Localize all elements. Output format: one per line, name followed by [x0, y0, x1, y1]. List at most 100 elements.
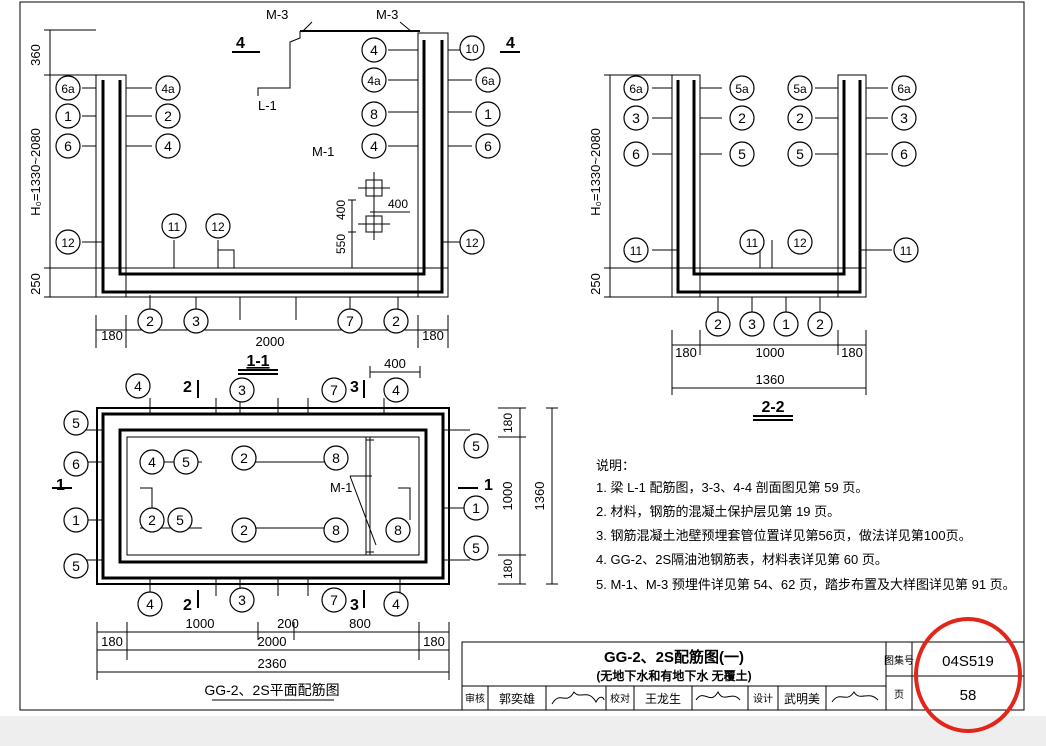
- section-1-1-callout-circle: [55, 229, 81, 255]
- section-1-1-callout-circle: [361, 67, 387, 93]
- section-2-2-callout-circle: [807, 311, 833, 337]
- m3-label-left: M-3: [266, 7, 288, 22]
- horizontal-dims: [95, 315, 449, 348]
- beam-l1: [257, 31, 301, 96]
- note-2: 2. 材料，钢筋的混凝土保护层见第 19 页。: [596, 504, 840, 519]
- section-1-1-callout-circle: [383, 308, 409, 334]
- plan-callout-circle: [63, 451, 89, 477]
- plan-inner-rebar: [118, 428, 428, 564]
- plan-callout-circle: [229, 587, 255, 613]
- plan-callout-label: 7: [330, 382, 338, 398]
- plan-cut-3-bottom: 3: [350, 597, 359, 614]
- inner-rebar-2: [692, 80, 846, 276]
- section-1-1-callout-circle: [459, 229, 485, 255]
- section-2-2-callout-circle: [787, 105, 813, 131]
- plan-callout-circle: [383, 377, 409, 403]
- plan-view: 1 1 2 2 3 3 M-1 400 180 1000 180 1360 10…: [52, 356, 558, 701]
- section-1-1-callout-label: 2: [146, 313, 154, 329]
- section-2-2-callout-label: 5: [796, 146, 804, 162]
- design-label: 设计: [753, 692, 773, 705]
- section-1-1-callout-circle: [205, 213, 231, 239]
- section-1-1-callout-label: 1: [484, 106, 492, 122]
- section-1-1-callout-label: 1: [64, 108, 72, 124]
- section-1-1-callout-label: 4a: [161, 82, 175, 96]
- plan-callout-label: 4: [392, 382, 400, 398]
- plan-title: GG-2、2S平面配筋图: [204, 682, 339, 698]
- section-1-1-callout-circle: [155, 133, 181, 159]
- note-4: 4. GG-2、2S隔油池钢筋表，材料表详见第 60 页。: [596, 552, 888, 567]
- plan-callout-label: 5: [472, 438, 480, 454]
- section-1-1-callout-label: 6: [484, 138, 492, 154]
- plan-outer-wall: [96, 407, 450, 585]
- drawing-subtitle: (无地下水和有地下水 无覆土): [596, 668, 751, 683]
- plan-dim-1000-h: 1000: [186, 616, 215, 631]
- section-2-2-callout-circle: [893, 237, 919, 263]
- section-2-2-callout-label: 6a: [897, 82, 911, 96]
- dim-400-vert: 400: [334, 200, 348, 220]
- outer-rebar: [101, 40, 444, 294]
- plan-dim-400: 400: [384, 356, 406, 371]
- dim-h0-2: H₀=1330~2080: [588, 128, 603, 216]
- plan-cut-3-top: 3: [350, 379, 359, 396]
- section-2-2-callout-label: 2: [816, 316, 824, 332]
- section-2-2: H₀=1330~2080 250 180 1000 180 1360 2-2: [588, 74, 892, 421]
- section-2-2-callout-label: 3: [748, 316, 756, 332]
- section-2-2-callout-circle: [623, 75, 649, 101]
- cut-4-left: 4: [236, 35, 245, 52]
- designer-name: 武明美: [784, 692, 820, 706]
- note-5: 5. M-1、M-3 预埋件详见第 54、62 页，踏步布置及大样图详见第 91…: [596, 577, 1016, 592]
- dim-180-left: 180: [101, 328, 123, 343]
- section-1-1-callout-label: 11: [168, 220, 181, 234]
- dim-180-left-2: 180: [675, 345, 697, 360]
- section-1-1-callout-circle: [137, 308, 163, 334]
- section-1-1-callout-label: 4: [164, 138, 172, 154]
- cut-4-right: 4: [506, 35, 515, 52]
- plan-callout-circle: [167, 507, 193, 533]
- plan-callout-label: 5: [72, 415, 80, 431]
- section-2-2-callout-label: 11: [630, 244, 643, 258]
- atlas-number: 04S519: [942, 653, 994, 670]
- plan-callout-label: 4: [134, 378, 142, 394]
- section-2-2-callout-circle: [891, 141, 917, 167]
- plan-callout-label: 2: [148, 512, 156, 528]
- section-2-2-callout-circle: [623, 237, 649, 263]
- drawing-title: GG-2、2S配筋图(一): [604, 648, 744, 666]
- plan-callout-circle: [63, 507, 89, 533]
- section-1-1-callout-circle: [475, 133, 501, 159]
- m1-label: M-1: [312, 144, 334, 159]
- dim-550: 550: [334, 234, 348, 254]
- title-block: GG-2、2S配筋图(一) (无地下水和有地下水 无覆土) 图集号 04S519…: [461, 641, 1025, 711]
- plan-callout-circle: [463, 433, 489, 459]
- plan-callout-circle: [139, 449, 165, 475]
- section-2-2-callout-circle: [705, 311, 731, 337]
- section-1-1-callout-circle: [55, 103, 81, 129]
- section-1-1-callout-label: 4a: [367, 74, 381, 88]
- dim-250: 250: [28, 273, 43, 295]
- plan-callout-circle: [125, 373, 151, 399]
- section-1-1-callout-circle: [161, 213, 187, 239]
- section-2-2-callout-label: 6a: [629, 82, 643, 96]
- plan-dim-180-left: 180: [101, 634, 123, 649]
- plan-inner-wall: [126, 436, 420, 556]
- section-2-2-callout-circle: [773, 311, 799, 337]
- section-1-1-callout-label: 6a: [481, 74, 495, 88]
- base-slab-2: [671, 267, 867, 298]
- plan-dim-180-right: 180: [423, 634, 445, 649]
- plan-callout-label: 4: [148, 454, 156, 470]
- section-2-2-callout-label: 2: [796, 110, 804, 126]
- reviewer-signature: [551, 691, 605, 705]
- section-2-2-callout-label: 3: [900, 110, 908, 126]
- section-1-1-callout-circle: [361, 101, 387, 127]
- section-1-1-callout-label: 2: [164, 108, 172, 124]
- section-2-2-callout-circle: [891, 75, 917, 101]
- atlas-label: 图集号: [884, 654, 914, 667]
- plan-callout-label: 5: [72, 558, 80, 574]
- dim-180-right: 180: [422, 328, 444, 343]
- plan-callout-label: 4: [392, 596, 400, 612]
- checker-name: 王龙生: [645, 692, 681, 706]
- plan-callout-circle: [137, 591, 163, 617]
- dim-250-2: 250: [588, 273, 603, 295]
- beam-l1-label: L-1: [258, 98, 277, 113]
- section-1-1-callout-label: 3: [192, 313, 200, 329]
